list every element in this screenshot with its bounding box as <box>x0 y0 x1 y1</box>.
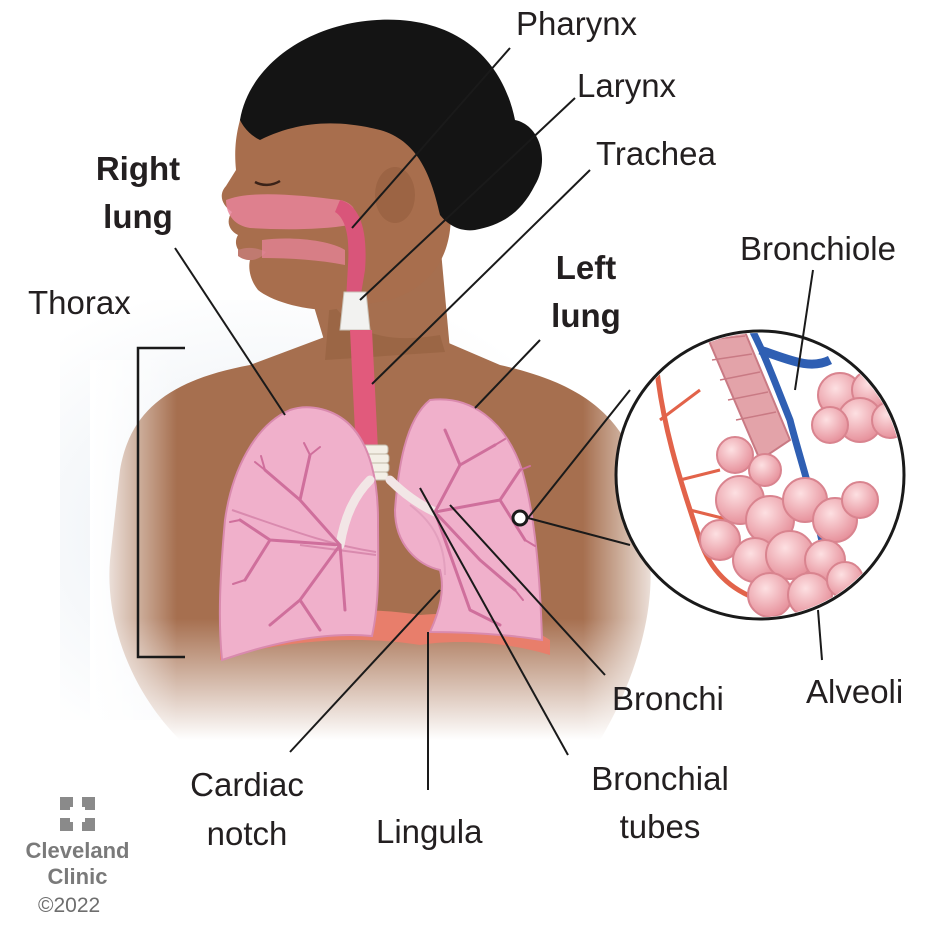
label-bronchial-tubes-line1: Bronchial <box>570 758 750 800</box>
label-alveoli: Alveoli <box>806 671 903 713</box>
label-left-lung-line1: Left <box>536 247 636 289</box>
brand-name-line2: Clinic <box>20 864 135 890</box>
label-pharynx: Pharynx <box>516 3 637 45</box>
label-lingula: Lingula <box>376 811 482 853</box>
larynx-airway <box>340 292 370 330</box>
label-bronchiole: Bronchiole <box>740 228 896 270</box>
detail-anchor <box>513 511 527 525</box>
leader-alveoli <box>818 610 822 660</box>
label-bronchial-tubes-line2: tubes <box>570 806 750 848</box>
label-thorax: Thorax <box>28 282 131 324</box>
label-right-lung-line1: Right <box>88 148 188 190</box>
label-trachea: Trachea <box>596 133 716 175</box>
label-cardiac-notch-line1: Cardiac <box>172 764 322 806</box>
torso-fade <box>90 360 670 760</box>
label-cardiac-notch-line2: notch <box>172 813 322 855</box>
label-left-lung-line2: lung <box>536 295 636 337</box>
label-larynx: Larynx <box>577 65 676 107</box>
label-right-lung-line2: lung <box>88 196 188 238</box>
cleveland-clinic-logo-icon <box>60 797 95 831</box>
copyright: ©2022 <box>38 894 100 918</box>
brand-name-line1: Cleveland <box>20 838 135 864</box>
label-bronchi: Bronchi <box>612 678 724 720</box>
